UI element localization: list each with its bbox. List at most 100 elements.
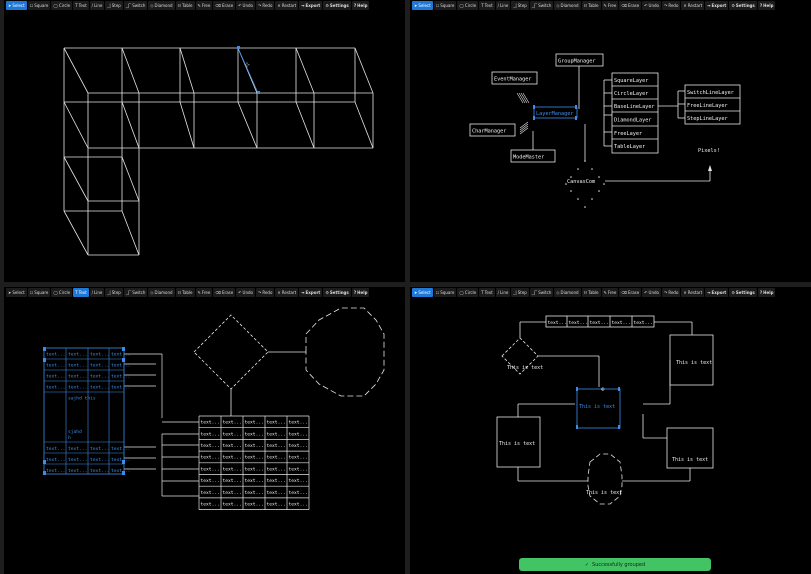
tool-erase-button[interactable]: ⌫Erase [619, 288, 642, 297]
tool-redo-button[interactable]: ↷Redo [662, 1, 681, 10]
tool-table-button[interactable]: ☷Table [581, 1, 601, 10]
tool-export-button[interactable]: ⇥Export [705, 288, 729, 297]
text-icon: T [481, 3, 484, 8]
tool-help-button[interactable]: ?Help [757, 288, 776, 297]
tool-label: Line [94, 290, 103, 295]
tool-diamond-button[interactable]: ◇Diamond [148, 1, 175, 10]
tool-switch-button[interactable]: _|‾Switch [123, 288, 148, 297]
tool-step-button[interactable]: _|Step [105, 1, 123, 10]
wireframe-drawing: ⊹ [63, 46, 374, 256]
tool-settings-button[interactable]: ⚙Settings [729, 1, 757, 10]
tool-table-button[interactable]: ☷Table [175, 1, 195, 10]
select-icon: ➤ [414, 290, 418, 295]
tool-undo-button[interactable]: ↶Undo [642, 1, 661, 10]
tool-switch-button[interactable]: _|‾Switch [529, 1, 554, 10]
undo-icon: ↶ [644, 290, 648, 295]
tool-line-button[interactable]: /Line [89, 288, 105, 297]
tool-restart-button[interactable]: ✕Restart [681, 288, 705, 297]
tool-label: Erase [628, 290, 640, 295]
tool-free-button[interactable]: ✎Free [601, 288, 619, 297]
tool-table-button[interactable]: ☷Table [175, 288, 195, 297]
restart-icon: ✕ [277, 290, 281, 295]
tool-square-button[interactable]: ☐Square [27, 288, 51, 297]
tool-label: Export [711, 3, 727, 8]
tool-label: Undo [242, 3, 253, 8]
tool-square-button[interactable]: ☐Square [433, 288, 457, 297]
table-cell: text... [46, 446, 65, 452]
tool-restart-button[interactable]: ✕Restart [681, 1, 705, 10]
tool-export-button[interactable]: ⇥Export [299, 1, 323, 10]
table-cell: text... [223, 502, 242, 508]
tool-settings-button[interactable]: ⚙Settings [729, 288, 757, 297]
tool-label: Circle [464, 290, 477, 295]
tool-line-button[interactable]: /Line [495, 288, 511, 297]
table-cell: text... [46, 468, 65, 474]
help-icon: ? [353, 3, 357, 8]
layer-row: TableLayer [614, 144, 645, 150]
tool-circle-button[interactable]: ◯Circle [457, 288, 479, 297]
tool-circle-button[interactable]: ◯Circle [51, 288, 73, 297]
tool-step-button[interactable]: _|Step [511, 1, 529, 10]
tool-help-button[interactable]: ?Help [757, 1, 776, 10]
tool-select-button[interactable]: ➤Select [6, 288, 27, 297]
tool-erase-button[interactable]: ⌫Erase [213, 288, 236, 297]
tool-label: Erase [222, 3, 234, 8]
erase-icon: ⌫ [621, 290, 628, 295]
step-icon: _| [107, 290, 111, 295]
tool-free-button[interactable]: ✎Free [195, 288, 213, 297]
tool-erase-button[interactable]: ⌫Erase [619, 1, 642, 10]
drawing-canvas[interactable]: GroupManager EventManager CharManager Mo… [410, 11, 811, 282]
tool-settings-button[interactable]: ⚙Settings [323, 1, 351, 10]
table-cell: text... [289, 466, 308, 472]
tool-help-button[interactable]: ?Help [351, 1, 370, 10]
drawing-canvas[interactable]: ⊹ [4, 11, 405, 282]
tool-step-button[interactable]: _|Step [511, 288, 529, 297]
table-cell: text... [46, 352, 65, 358]
tool-diamond-button[interactable]: ◇Diamond [554, 288, 581, 297]
tool-select-button[interactable]: ➤Select [6, 1, 27, 10]
tool-diamond-button[interactable]: ◇Diamond [554, 1, 581, 10]
tool-table-button[interactable]: ☷Table [581, 288, 601, 297]
table-cell: text... [46, 363, 65, 369]
undo-icon: ↶ [644, 3, 648, 8]
tool-redo-button[interactable]: ↷Redo [256, 1, 275, 10]
tool-undo-button[interactable]: ↶Undo [236, 1, 255, 10]
tool-label: Erase [222, 290, 234, 295]
tool-redo-button[interactable]: ↷Redo [662, 288, 681, 297]
tool-diamond-button[interactable]: ◇Diamond [148, 288, 175, 297]
tool-select-button[interactable]: ➤Select [412, 288, 433, 297]
tool-undo-button[interactable]: ↶Undo [642, 288, 661, 297]
tool-step-button[interactable]: _|Step [105, 288, 123, 297]
drawing-canvas[interactable]: ⊕ text... text... text... text... text..… [410, 298, 811, 574]
tool-free-button[interactable]: ✎Free [601, 1, 619, 10]
drawing-canvas[interactable]: text...text...text...text...text...text.… [4, 298, 405, 574]
tool-square-button[interactable]: ☐Square [433, 1, 457, 10]
tool-restart-button[interactable]: ✕Restart [275, 288, 299, 297]
line-layer-row: StepLineLayer [687, 116, 728, 122]
tool-settings-button[interactable]: ⚙Settings [323, 288, 351, 297]
table-cell: text... [267, 490, 286, 496]
tool-redo-button[interactable]: ↷Redo [256, 288, 275, 297]
tool-export-button[interactable]: ⇥Export [705, 1, 729, 10]
tool-export-button[interactable]: ⇥Export [299, 288, 323, 297]
table-cell: text... [245, 478, 264, 484]
tool-erase-button[interactable]: ⌫Erase [213, 1, 236, 10]
tool-undo-button[interactable]: ↶Undo [236, 288, 255, 297]
tool-circle-button[interactable]: ◯Circle [457, 1, 479, 10]
tool-switch-button[interactable]: _|‾Switch [529, 288, 554, 297]
tool-select-button[interactable]: ➤Select [412, 1, 433, 10]
tool-switch-button[interactable]: _|‾Switch [123, 1, 148, 10]
box-text: This is text [672, 457, 708, 463]
tool-circle-button[interactable]: ◯Circle [51, 1, 73, 10]
tool-line-button[interactable]: /Line [495, 1, 511, 10]
tool-square-button[interactable]: ☐Square [27, 1, 51, 10]
line-icon: / [91, 290, 94, 295]
tool-free-button[interactable]: ✎Free [195, 1, 213, 10]
tool-line-button[interactable]: /Line [89, 1, 105, 10]
tool-help-button[interactable]: ?Help [351, 288, 370, 297]
tool-restart-button[interactable]: ✕Restart [275, 1, 299, 10]
